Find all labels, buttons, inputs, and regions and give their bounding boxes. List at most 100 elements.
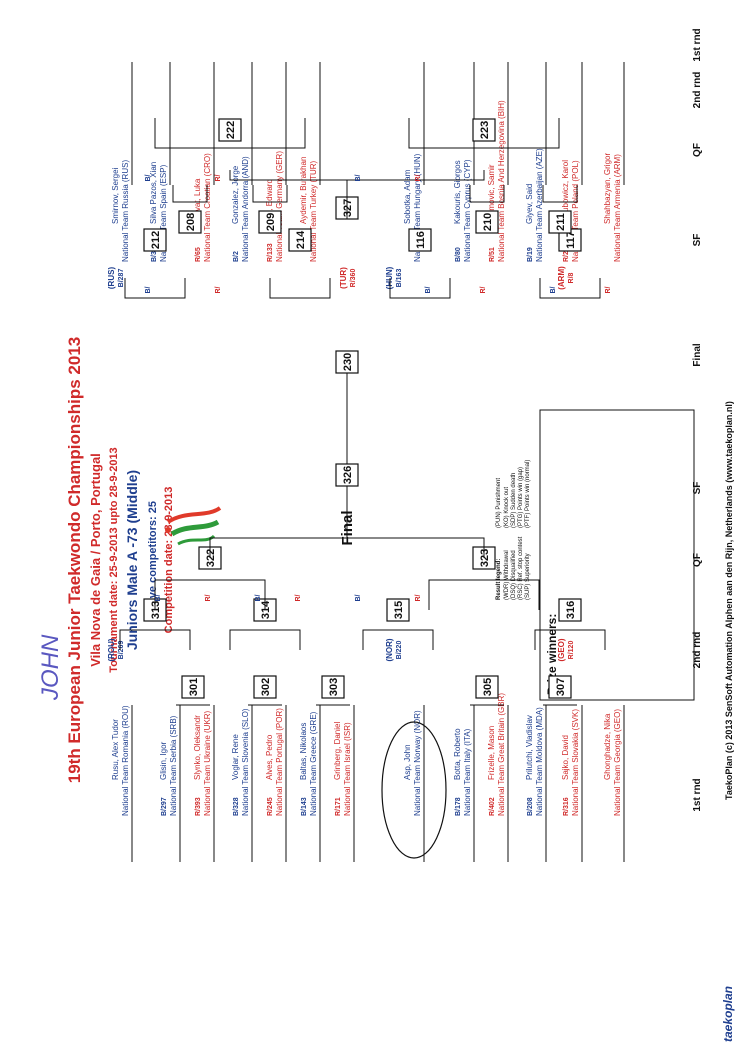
competitor-seed: B/2 (233, 251, 240, 262)
competitor-name: Botta, Roberto (453, 728, 462, 780)
competitor-name: Holubowicz, Karol (561, 160, 570, 224)
bracket-line (119, 629, 191, 650)
corner-marker: R/ (295, 594, 302, 601)
bye-country: (TUR) (339, 267, 348, 289)
competitor-seed: R/232 (563, 243, 570, 262)
competitor-team: National Team Slovakia (SVK) (571, 709, 580, 816)
competitor-team: National Team Azerbaijan (AZE) (535, 148, 544, 262)
competitor-name: Asp, John (403, 744, 412, 780)
bye-seed: B/220 (396, 641, 403, 660)
corner-marker: B/ (145, 174, 152, 181)
match-number: 313 (150, 601, 162, 619)
round-label: 2nd rnd (692, 72, 703, 109)
competitor-team: National Team Greece (GRE) (309, 711, 318, 816)
competitor-name: Kakouris, Giorgos (453, 160, 462, 224)
competitor-seed: R/133 (267, 243, 274, 262)
match-number: 301 (188, 678, 200, 696)
match-number: 222 (225, 121, 237, 139)
corner-marker: R/ (605, 286, 612, 293)
competitor-team: National Team Serbia (SRB) (169, 715, 178, 816)
match-number: 303 (328, 678, 340, 696)
competitor-team: National Team Slovenia (SLO) (241, 708, 250, 816)
legend-item: (WDR) Withdrawal (504, 550, 510, 600)
legend-title: Result legend: (496, 559, 502, 600)
competitor-seed: R/245 (267, 797, 274, 816)
active-competitors: Active competitors: 25 (147, 501, 159, 619)
match-box (253, 675, 277, 699)
corner-marker: B/ (155, 594, 162, 601)
legend-item: (DSQ) Disqualified (511, 550, 517, 600)
round-label: 2nd rnd (692, 632, 703, 669)
round-label-final: Final (692, 343, 703, 367)
corner-marker: R/ (415, 174, 422, 181)
competitor-team: National Team Georgia (GEO) (613, 709, 622, 816)
match-number: 116 (415, 231, 427, 249)
match-box (408, 228, 432, 252)
competitor-seed: R/402 (489, 797, 496, 816)
bracket-line (408, 118, 560, 149)
competitor-team: National Team Romania (ROU) (121, 705, 130, 816)
competitor-seed: B/348 (151, 243, 158, 262)
bracket-line (172, 185, 208, 203)
competitor-team: National Team Turkey (TUR) (309, 160, 318, 262)
competitor-name: Horvat, Luka (193, 178, 202, 224)
round-label: QF (692, 143, 703, 157)
competitor-name: Grinberg, Daniel (333, 722, 342, 780)
round-label: SF (692, 234, 703, 247)
bracket-line (542, 185, 578, 203)
corner-marker: B/ (425, 286, 432, 293)
competitor-name: Sobotka, Adam (403, 169, 412, 224)
bracket-line (154, 118, 306, 149)
bracket-line (534, 629, 606, 650)
match-number: 322 (205, 549, 217, 567)
competitor-name: Sajko, David (561, 735, 570, 780)
match-box (218, 118, 242, 142)
match-box (386, 598, 410, 622)
legend-item: (SDP) Sudden death (511, 473, 517, 528)
competitor-team: National Team Andorra (AND) (241, 156, 250, 262)
match-number: 307 (555, 678, 567, 696)
match-box (475, 675, 499, 699)
round-label: SF (692, 482, 703, 495)
competitor-seed: B/328 (233, 797, 240, 816)
result-legend: Result legend: (WDR) Withdrawal (DSQ) Di… (496, 460, 531, 600)
competitor-seed: R/393 (195, 797, 202, 816)
competitor-name: Shahbazyan, Grigor (603, 153, 612, 224)
match-number: 305 (482, 678, 494, 696)
prize-winners-label: Prize winners: (545, 614, 559, 695)
match-number: 209 (265, 213, 277, 231)
competitor-name: Slynko, Oleksandr (193, 715, 202, 780)
competitor-seed: R/316 (563, 797, 570, 816)
bye-seed: R/120 (568, 641, 575, 660)
corner-marker: B/ (255, 594, 262, 601)
competitor-team: National Team Russia (RUS) (121, 160, 130, 262)
bracket-line (229, 629, 301, 650)
legend-item: (PTG) Points win (gap) (518, 467, 524, 528)
bracket-line (154, 579, 266, 610)
footer-logo: taekoplan (721, 986, 735, 1042)
competitor-seed: R/171 (335, 797, 342, 816)
competition-date: Competition date: 28-9-2013 (163, 487, 175, 634)
bracket-line (124, 278, 186, 299)
match-box (472, 118, 496, 142)
header: 19th European Junior Taekwondo Champions… (65, 337, 175, 784)
match-number: 214 (295, 230, 307, 249)
match-box (558, 598, 582, 622)
competitor-name: Silva Pazos, Xian (149, 162, 158, 224)
bye-seed: B/287 (118, 269, 125, 288)
corner-marker: R/ (215, 174, 222, 181)
event-dates: Tournament date: 25-9-2013 upto 28-9-201… (108, 447, 120, 672)
match-box (321, 675, 345, 699)
bracket-line (269, 278, 331, 299)
competitor-seed: B/178 (455, 797, 462, 816)
competitor-team: National Team Spain (ESP) (159, 164, 168, 262)
competitor-name: Prilutchi, Vladislav (525, 715, 534, 780)
competitor-name: Glisin, Igor (159, 741, 168, 780)
match-number: 302 (260, 678, 272, 696)
prize-winners-box (539, 409, 695, 701)
bracket-line (252, 185, 288, 203)
competitor-team: National Team Bosnia And Herzegovina (BI… (497, 100, 506, 262)
competitor-seed: R/51 (489, 247, 496, 262)
bye-country: (NOR) (385, 638, 394, 661)
